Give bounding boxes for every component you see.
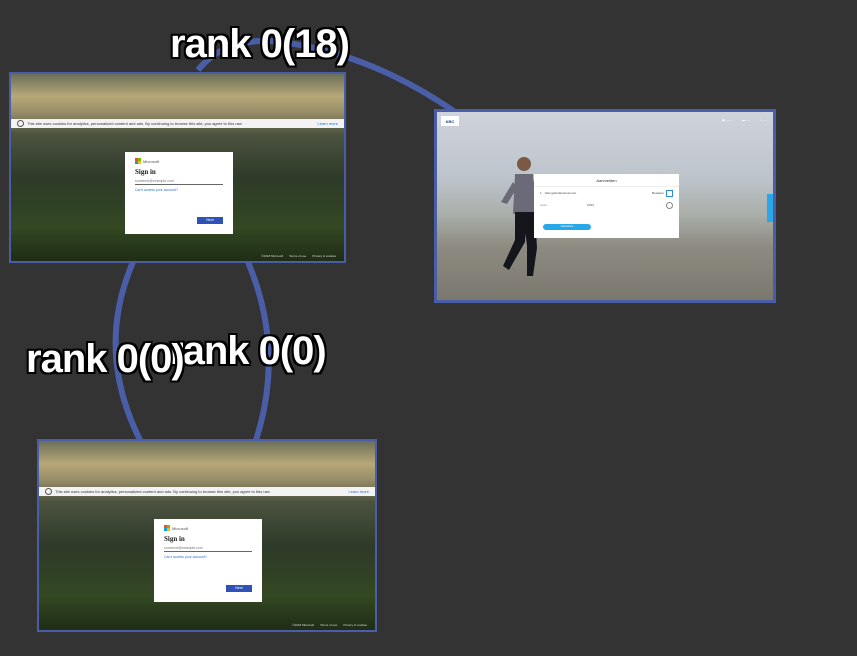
signin-title: Sign in [135, 168, 156, 176]
thumbnail-ms-signin-bottom[interactable]: This site uses cookies for analytics, pe… [37, 439, 377, 632]
edge-top-to-kbc [195, 37, 457, 115]
user-number-row: 1 Vast gebruikersnummer Bewaren [534, 187, 679, 199]
footer-terms-link[interactable]: Terms of use [320, 623, 338, 627]
footer-copyright: ©2018 Microsoft [261, 254, 284, 258]
footer: ©2018 Microsoft Terms of use Privacy & c… [261, 254, 336, 258]
thumbnail-kbc-login[interactable]: KBC ▣ ─── ▬ ── ◐ ── Aanmelden 1 Vast geb… [434, 109, 776, 303]
login-button[interactable]: Aanmelden [543, 224, 591, 230]
help-icon[interactable] [666, 201, 673, 209]
learn-more-link[interactable]: Learn more [348, 489, 369, 494]
edge-label-left: rank 0(0) [26, 337, 185, 381]
microsoft-logo-icon [135, 158, 141, 164]
signin-card: Microsoft Sign in someone@example.com Ca… [154, 519, 262, 602]
card-number-field[interactable]: 6703 [587, 203, 594, 207]
footer-terms-link[interactable]: Terms of use [289, 254, 307, 258]
nav-item-1[interactable]: ▣ ─── [721, 118, 732, 122]
user-number-label: Vast gebruikersnummer [544, 191, 577, 195]
nav-item-3[interactable]: ◐ ── [760, 118, 767, 122]
info-icon [17, 120, 24, 127]
cookie-text: This site uses cookies for analytics, pe… [27, 121, 243, 126]
login-card: Aanmelden 1 Vast gebruikersnummer Beware… [534, 174, 679, 238]
email-field[interactable]: someone@example.com [164, 546, 252, 552]
edge-left-inner [245, 260, 272, 441]
signin-title: Sign in [164, 535, 185, 543]
footer-privacy-link[interactable]: Privacy & cookies [343, 623, 367, 627]
footer-privacy-link[interactable]: Privacy & cookies [312, 254, 336, 258]
microsoft-brand: Microsoft [164, 525, 252, 531]
cookie-text: This site uses cookies for analytics, pe… [55, 489, 271, 494]
learn-more-link[interactable]: Learn more [317, 121, 338, 126]
card-row: Kaart 6703 [534, 199, 679, 211]
brand-label: Microsoft [143, 158, 160, 164]
brand-label: Microsoft [172, 525, 189, 531]
edge-left-outer [112, 260, 143, 442]
edge-label-right: rank 0(0) [168, 329, 327, 373]
remember-checkbox[interactable] [666, 189, 673, 197]
cookie-bar: This site uses cookies for analytics, pe… [11, 119, 344, 128]
side-feedback-tab[interactable] [767, 194, 773, 222]
email-field[interactable]: someone@example.com [135, 179, 223, 185]
card-label: Kaart [540, 203, 548, 207]
edge-label-top: rank 0(18) [170, 22, 350, 66]
cant-access-link[interactable]: Can't access your account? [164, 555, 207, 559]
remember-label: Bewaren [652, 191, 664, 195]
card-title: Aanmelden [534, 174, 679, 187]
next-button[interactable]: Next [226, 585, 252, 592]
microsoft-logo-icon [164, 525, 170, 531]
footer-copyright: ©2018 Microsoft [292, 623, 315, 627]
step-number: 1 [540, 191, 542, 195]
info-icon [45, 488, 52, 495]
nav-item-2[interactable]: ▬ ── [742, 118, 751, 122]
signin-card: Microsoft Sign in someone@example.com Ca… [125, 152, 233, 234]
next-button[interactable]: Next [197, 217, 223, 224]
cant-access-link[interactable]: Can't access your account? [135, 188, 178, 192]
top-nav: ▣ ─── ▬ ── ◐ ── [722, 118, 767, 122]
microsoft-brand: Microsoft [135, 158, 223, 164]
kbc-logo[interactable]: KBC [441, 116, 459, 126]
thumbnail-ms-signin-top[interactable]: This site uses cookies for analytics, pe… [9, 72, 346, 263]
cookie-bar: This site uses cookies for analytics, pe… [39, 487, 375, 496]
footer: ©2018 Microsoft Terms of use Privacy & c… [292, 623, 367, 627]
